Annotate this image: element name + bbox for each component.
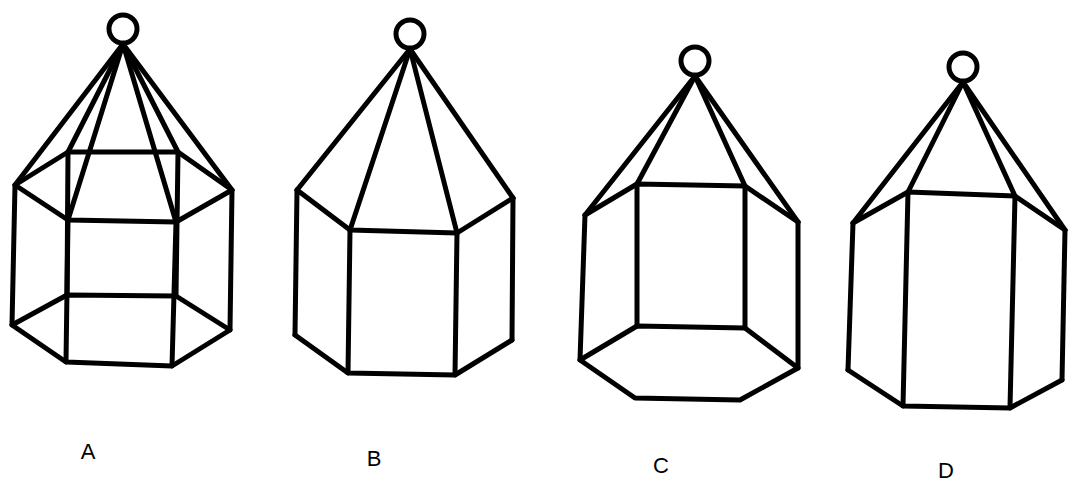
figure-label: D xyxy=(938,460,954,482)
lantern-a xyxy=(12,15,232,366)
lantern-d xyxy=(848,53,1065,408)
figure-label: A xyxy=(81,441,96,463)
figure-label: C xyxy=(653,455,669,477)
lantern-c xyxy=(580,47,798,400)
lantern-b xyxy=(295,20,513,375)
figure-label: B xyxy=(367,448,382,470)
